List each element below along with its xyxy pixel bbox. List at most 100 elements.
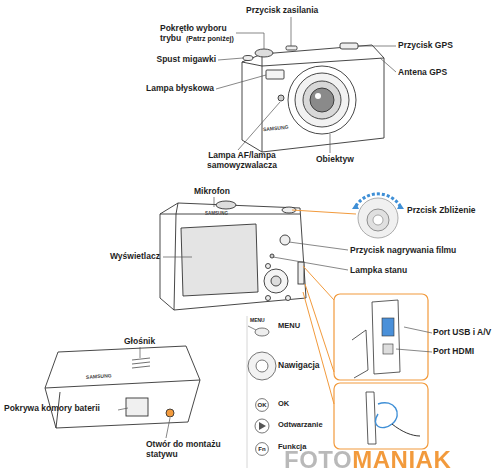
part-label: Przycisk zasilania <box>246 6 318 16</box>
leader-lines <box>214 197 215 207</box>
brand-mark: SAMSUNG <box>263 125 289 133</box>
part-label: Przcisk Zbliżenie <box>407 206 476 216</box>
camera-bottom <box>166 409 174 417</box>
camera-front <box>295 73 349 127</box>
leader-lines <box>216 75 266 89</box>
camera-front <box>243 56 253 61</box>
camera-bottom <box>45 346 200 428</box>
leader-lines <box>140 347 141 358</box>
camera-bottom <box>126 398 148 416</box>
camera-back <box>266 296 271 301</box>
camera-back <box>176 203 300 214</box>
detail-connectors <box>292 210 356 404</box>
button-text: Fn <box>255 442 269 456</box>
leader-lines <box>291 17 292 46</box>
camera-back <box>298 262 304 284</box>
port-detail <box>372 300 400 374</box>
button-icons <box>247 316 276 468</box>
zoom-icon <box>358 198 398 238</box>
part-label: Spust migawki <box>156 55 216 65</box>
button-circle: OK <box>255 398 269 412</box>
camera-bottom <box>45 380 200 388</box>
leader-lines <box>118 17 432 438</box>
button-label: Odtwarzanie <box>278 421 323 429</box>
camera-bottom <box>132 358 150 368</box>
part-label: Głośnik <box>124 337 155 347</box>
leader-lines <box>273 257 348 270</box>
detail-connectors <box>303 266 334 300</box>
leader-lines <box>380 58 396 72</box>
button-circle: Fn <box>255 442 269 456</box>
leader-lines <box>218 58 243 60</box>
detail-connectors <box>303 292 334 404</box>
camera-back <box>280 235 290 245</box>
camera-front <box>286 46 297 50</box>
strap-detail <box>334 383 428 449</box>
part-label: Otwór do montażu statywu <box>146 440 232 459</box>
zoom-icon <box>352 203 404 209</box>
leader-lines <box>236 33 264 49</box>
button-outline <box>256 443 269 456</box>
camera-back <box>264 269 288 293</box>
part-label: Obiektyw <box>316 155 354 165</box>
strap-detail <box>392 424 420 436</box>
camera-back <box>181 224 258 296</box>
button-icons <box>255 419 269 433</box>
zoom-icon <box>356 194 400 206</box>
zoom-icon <box>367 209 389 231</box>
camera-bottom <box>45 346 200 428</box>
part-label: Port HDMI <box>433 347 474 357</box>
port-detail <box>352 330 368 378</box>
leader-lines <box>166 418 170 438</box>
button-text: OK <box>255 398 269 412</box>
button-label: OK <box>278 400 289 408</box>
leader-lines <box>404 327 432 333</box>
part-label: Lampa błyskowa <box>146 84 214 94</box>
button-outline <box>256 399 269 412</box>
zoom-icon <box>352 194 404 238</box>
part-label: Wyświetlacz <box>110 252 160 262</box>
camera-back <box>160 201 306 310</box>
port-detail <box>334 294 428 380</box>
button-icons <box>247 316 248 468</box>
part-label: Lampa AF/lampa samowyzwalacza <box>204 151 280 170</box>
leader-lines <box>358 46 396 47</box>
camera-front <box>255 49 273 57</box>
strap-detail <box>375 403 397 428</box>
brand-mark: SAMSUNG <box>205 211 228 216</box>
camera-back <box>160 214 176 310</box>
camera-front <box>262 54 263 152</box>
camera-front <box>315 93 321 99</box>
note-label: (Patrz poniżej) <box>186 35 234 43</box>
camera-front <box>310 88 334 112</box>
part-label: Antena GPS <box>398 68 447 78</box>
detail-connectors <box>305 284 334 372</box>
camera-back <box>216 201 236 209</box>
camera-front <box>242 58 384 66</box>
camera-front <box>242 43 384 152</box>
detail-connectors <box>292 210 356 214</box>
zoom-icon <box>373 215 383 225</box>
part-label: Przycisk GPS <box>398 41 453 51</box>
part-label: Pokrywa komory baterii <box>4 404 100 414</box>
watermark: FOTOMANIAK <box>284 447 451 474</box>
leader-lines <box>330 134 331 153</box>
part-label: Przycisk nagrywania filmu <box>350 246 456 256</box>
button-label: Nawigacja <box>278 361 320 371</box>
camera-front <box>266 70 284 79</box>
camera-front <box>288 66 356 134</box>
camera-front <box>340 43 358 49</box>
port-detail <box>382 318 394 336</box>
port-detail <box>334 294 428 380</box>
part-label: Port USB i A/V <box>433 328 491 338</box>
leader-lines <box>396 349 432 352</box>
button-label: MENU <box>278 322 300 330</box>
button-text: MENU <box>250 318 265 324</box>
button-icons <box>259 422 266 430</box>
part-label: Mikrofon <box>194 187 230 197</box>
camera-back <box>266 264 271 269</box>
port-detail <box>383 344 393 354</box>
button-icons <box>256 360 268 372</box>
camera-front <box>242 45 384 152</box>
brand-mark: SAMSUNG <box>86 373 112 380</box>
